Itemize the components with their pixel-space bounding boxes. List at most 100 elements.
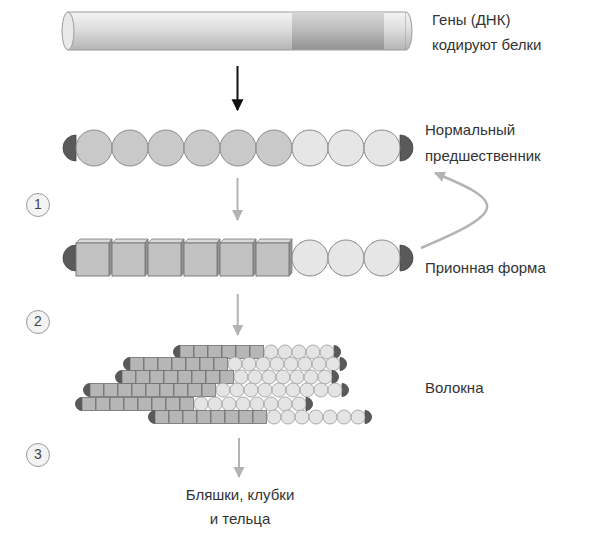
prion-unit (220, 371, 234, 384)
protein-chain: Нормальный предшественник (60, 128, 415, 168)
protein-unit (258, 383, 272, 397)
protein-unit (309, 410, 323, 424)
cube-top (220, 239, 256, 243)
protein-unit (328, 383, 342, 397)
protein-unit (323, 410, 337, 424)
protein-unit (300, 383, 314, 397)
prion-unit (186, 358, 200, 371)
end-cap (84, 384, 90, 397)
prion-unit (172, 358, 186, 371)
prion-unit (118, 384, 132, 397)
protein-unit (234, 370, 248, 384)
end-cap (365, 411, 372, 424)
flow-arrow (238, 438, 240, 477)
prion-unit (225, 411, 239, 424)
protein-unit (220, 130, 256, 166)
prion-unit (158, 358, 172, 371)
prion-unit (82, 398, 96, 411)
prion-unit (200, 358, 214, 371)
node-label: Бляшки, клубки и тельца (184, 483, 296, 531)
rod-band (292, 13, 384, 50)
end-cap (124, 358, 130, 371)
prion-unit (208, 346, 222, 359)
prion-unit (256, 243, 289, 276)
protein-unit (242, 357, 256, 371)
protein-unit (295, 410, 309, 424)
node-label: Гены (ДНК) кодируют белки (432, 7, 567, 57)
feedback-arrow (421, 173, 487, 248)
callout-number: 1 (26, 193, 50, 217)
prion-unit (206, 371, 220, 384)
cube-top (112, 239, 148, 243)
prion-unit (76, 243, 109, 276)
protein-unit (262, 370, 276, 384)
prion-unit (250, 346, 264, 359)
end-cap (332, 371, 339, 384)
flow-arrow (237, 178, 239, 220)
prion-unit (222, 346, 236, 359)
protein-unit (208, 397, 222, 411)
prion-unit (178, 371, 192, 384)
gene-rod: Гены (ДНК) кодируют белки (60, 10, 415, 52)
rod-end (406, 12, 412, 50)
prion-unit (150, 371, 164, 384)
end-cap (116, 371, 123, 384)
protein-unit (194, 397, 208, 411)
prion-unit (211, 411, 225, 424)
prion-unit (110, 398, 124, 411)
prion-unit (180, 398, 194, 411)
protein-unit (298, 357, 312, 371)
prion-unit (155, 411, 169, 424)
callout-number: 2 (26, 310, 50, 334)
protein-unit (312, 357, 326, 371)
rod-body (68, 12, 406, 50)
protein-unit (267, 410, 281, 424)
protein-unit (112, 130, 148, 166)
prion-unit (197, 411, 211, 424)
prion-unit (192, 371, 206, 384)
rod-end (62, 12, 74, 50)
protein-unit (244, 383, 258, 397)
protein-unit (337, 410, 351, 424)
node-label: Прионная форма (425, 258, 585, 278)
protein-unit (318, 370, 332, 384)
prion-unit (188, 384, 202, 397)
end-cap (63, 135, 76, 161)
protein-unit (236, 397, 250, 411)
prion-unit (214, 358, 228, 371)
protein-unit (272, 383, 286, 397)
prion-unit (130, 358, 144, 371)
prion-unit (194, 346, 208, 359)
protein-unit (328, 240, 364, 276)
prion-unit (169, 411, 183, 424)
result-box: Бляшки, клубки и тельца (184, 483, 296, 531)
protein-unit (292, 130, 328, 166)
protein-unit (256, 130, 292, 166)
protein-unit (76, 130, 112, 166)
end-cap (63, 245, 76, 271)
shape-art (60, 128, 415, 168)
protein-unit (364, 240, 400, 276)
protein-unit (228, 357, 242, 371)
protein-unit (250, 397, 264, 411)
prion-unit (239, 411, 253, 424)
prion-unit (180, 346, 194, 359)
prion-unit (220, 243, 253, 276)
protein-unit (278, 397, 292, 411)
prion-unit (104, 384, 118, 397)
prion-unit (236, 346, 250, 359)
cube-top (148, 239, 184, 243)
protein-unit (222, 397, 236, 411)
prion-unit (90, 384, 104, 397)
end-cap (306, 398, 313, 411)
prion-unit (166, 398, 180, 411)
end-cap (76, 398, 83, 411)
protein-unit (230, 383, 244, 397)
protein-unit (248, 370, 262, 384)
prion-unit (152, 398, 166, 411)
prion-unit (160, 384, 174, 397)
prion-chain: Прионная форма (60, 238, 415, 278)
end-cap (334, 346, 341, 359)
prion-unit (132, 384, 146, 397)
protein-unit (351, 410, 365, 424)
